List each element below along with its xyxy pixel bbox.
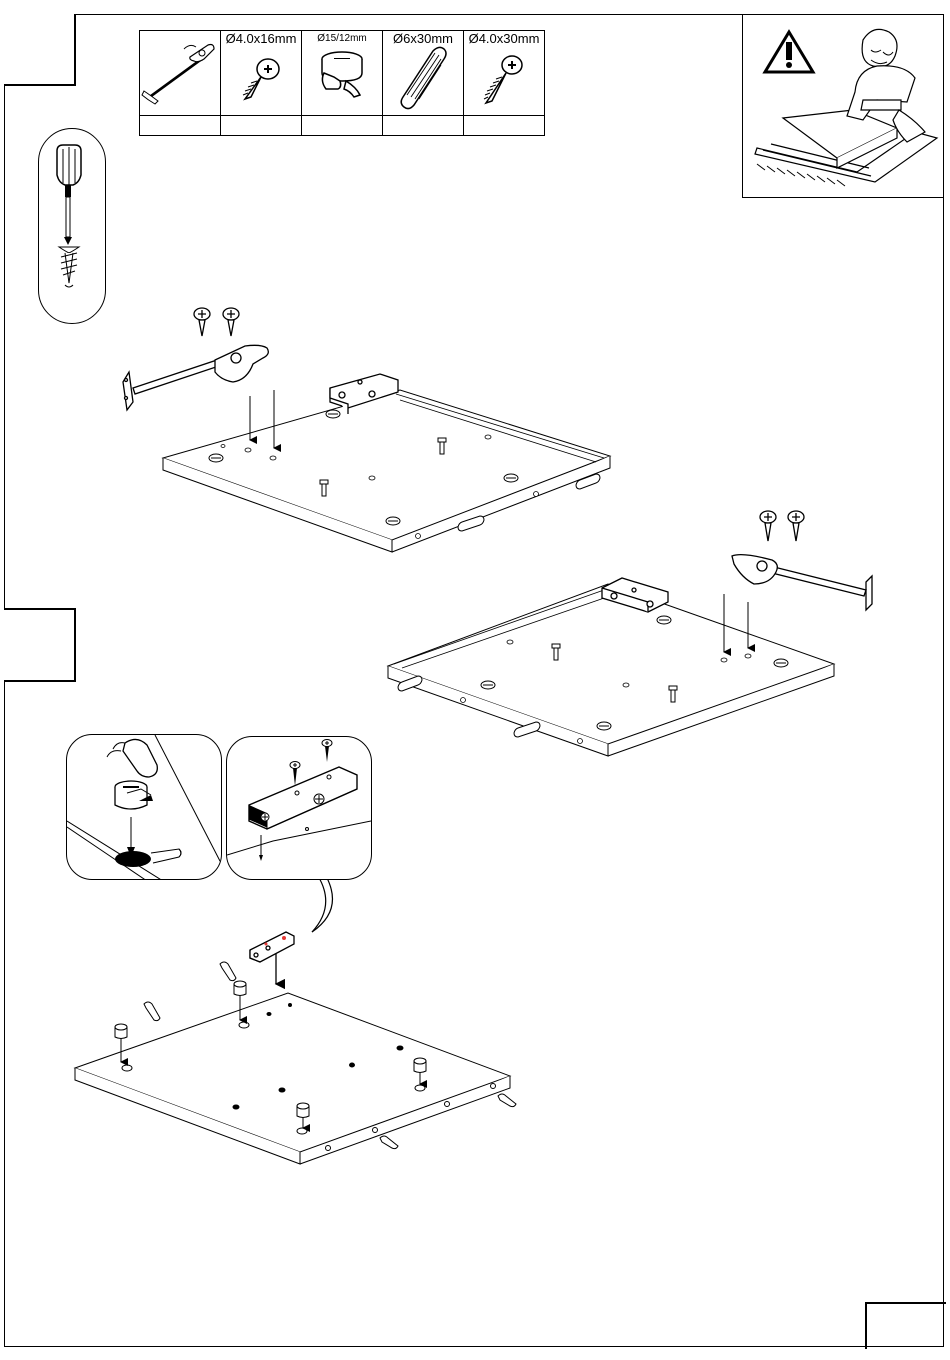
detail-corner-block-screw (226, 736, 372, 880)
corner-block-screw-detail (227, 737, 371, 879)
detail-cam-lock-insert (66, 734, 222, 880)
step-1-mirror-lid-stay (732, 555, 872, 610)
step-2-panel (75, 993, 510, 1164)
callout-tail (312, 876, 326, 932)
step-1-lid-stay (123, 345, 268, 410)
step-2-corner-block (250, 932, 294, 984)
step-1-screws (194, 308, 239, 336)
cam-lock-insertion-detail (67, 735, 221, 879)
step-1-panel (163, 390, 610, 552)
step-1-mirror-screws (760, 511, 804, 541)
step-1-panel-mirror (388, 584, 834, 756)
